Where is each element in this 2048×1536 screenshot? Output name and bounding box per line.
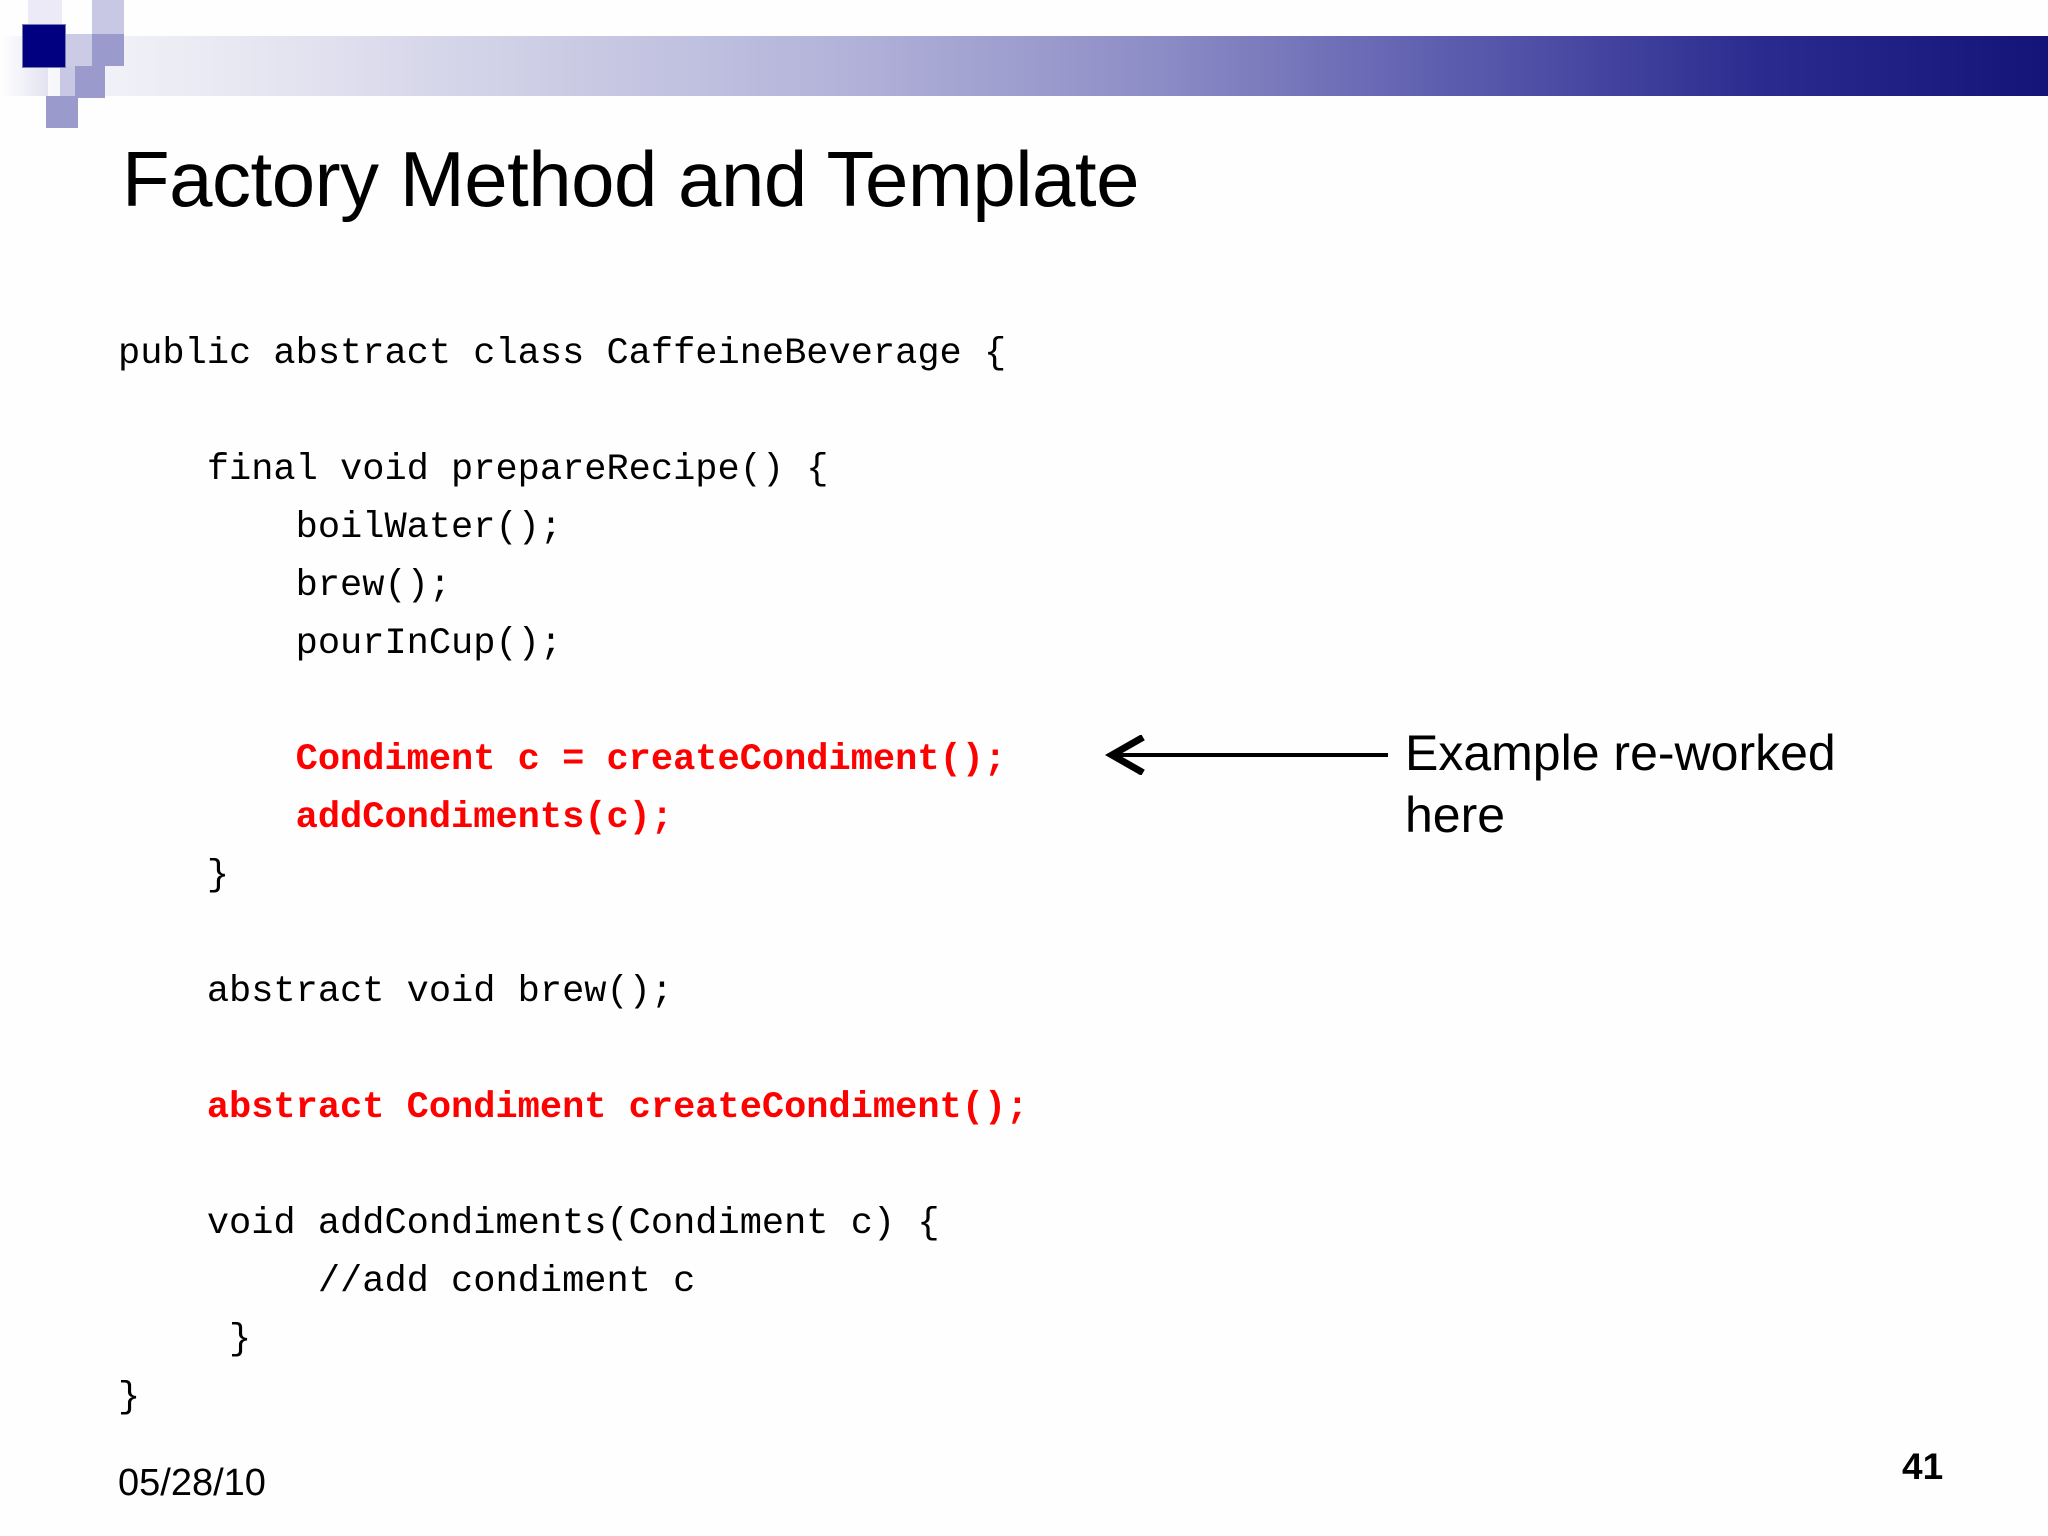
code-line-blank	[118, 1021, 1518, 1079]
code-line: final void prepareRecipe() {	[118, 449, 829, 491]
callout-arrow-icon	[1104, 735, 1388, 775]
code-line: boilWater();	[118, 507, 563, 549]
code-line: Condiment c = createCondiment();	[118, 739, 1007, 781]
code-line: pourInCup();	[118, 623, 563, 665]
decor-square-mid-medium	[92, 34, 124, 66]
code-line-blank	[118, 1137, 1518, 1195]
code-line-blank	[118, 905, 1518, 963]
code-line: brew();	[118, 565, 452, 607]
code-line-blank	[118, 673, 1518, 731]
code-line: }	[118, 855, 230, 897]
code-line-blank	[118, 383, 1518, 441]
code-line: }	[118, 1377, 141, 1419]
callout-annotation: Example re-worked here	[1405, 722, 1925, 846]
footer-page-number: 41	[1902, 1446, 1944, 1487]
decor-square-upper-light	[92, 0, 124, 34]
code-line: abstract Condiment createCondiment();	[118, 1087, 1029, 1129]
footer-date: 05/28/10	[118, 1462, 266, 1504]
code-line: abstract void brew();	[118, 971, 674, 1013]
code-line: addCondiments(c);	[118, 797, 674, 839]
header-gradient-band	[0, 36, 2048, 96]
code-line: void addCondiments(Condiment c) {	[118, 1203, 940, 1245]
page-title: Factory Method and Template	[122, 135, 1139, 223]
callout-annotation-line1: Example re-worked	[1405, 725, 1836, 781]
decor-square-bottom-medium	[46, 96, 78, 128]
decor-square-lower-medium	[75, 66, 105, 98]
code-line: //add condiment c	[118, 1261, 696, 1303]
code-line: }	[118, 1319, 252, 1361]
code-block: public abstract class CaffeineBeverage {…	[118, 325, 1518, 1427]
decor-square-navy	[22, 24, 66, 68]
code-line: public abstract class CaffeineBeverage {	[118, 333, 1007, 375]
callout-annotation-line2: here	[1405, 787, 1506, 843]
decor-square-top-light	[28, 0, 62, 24]
